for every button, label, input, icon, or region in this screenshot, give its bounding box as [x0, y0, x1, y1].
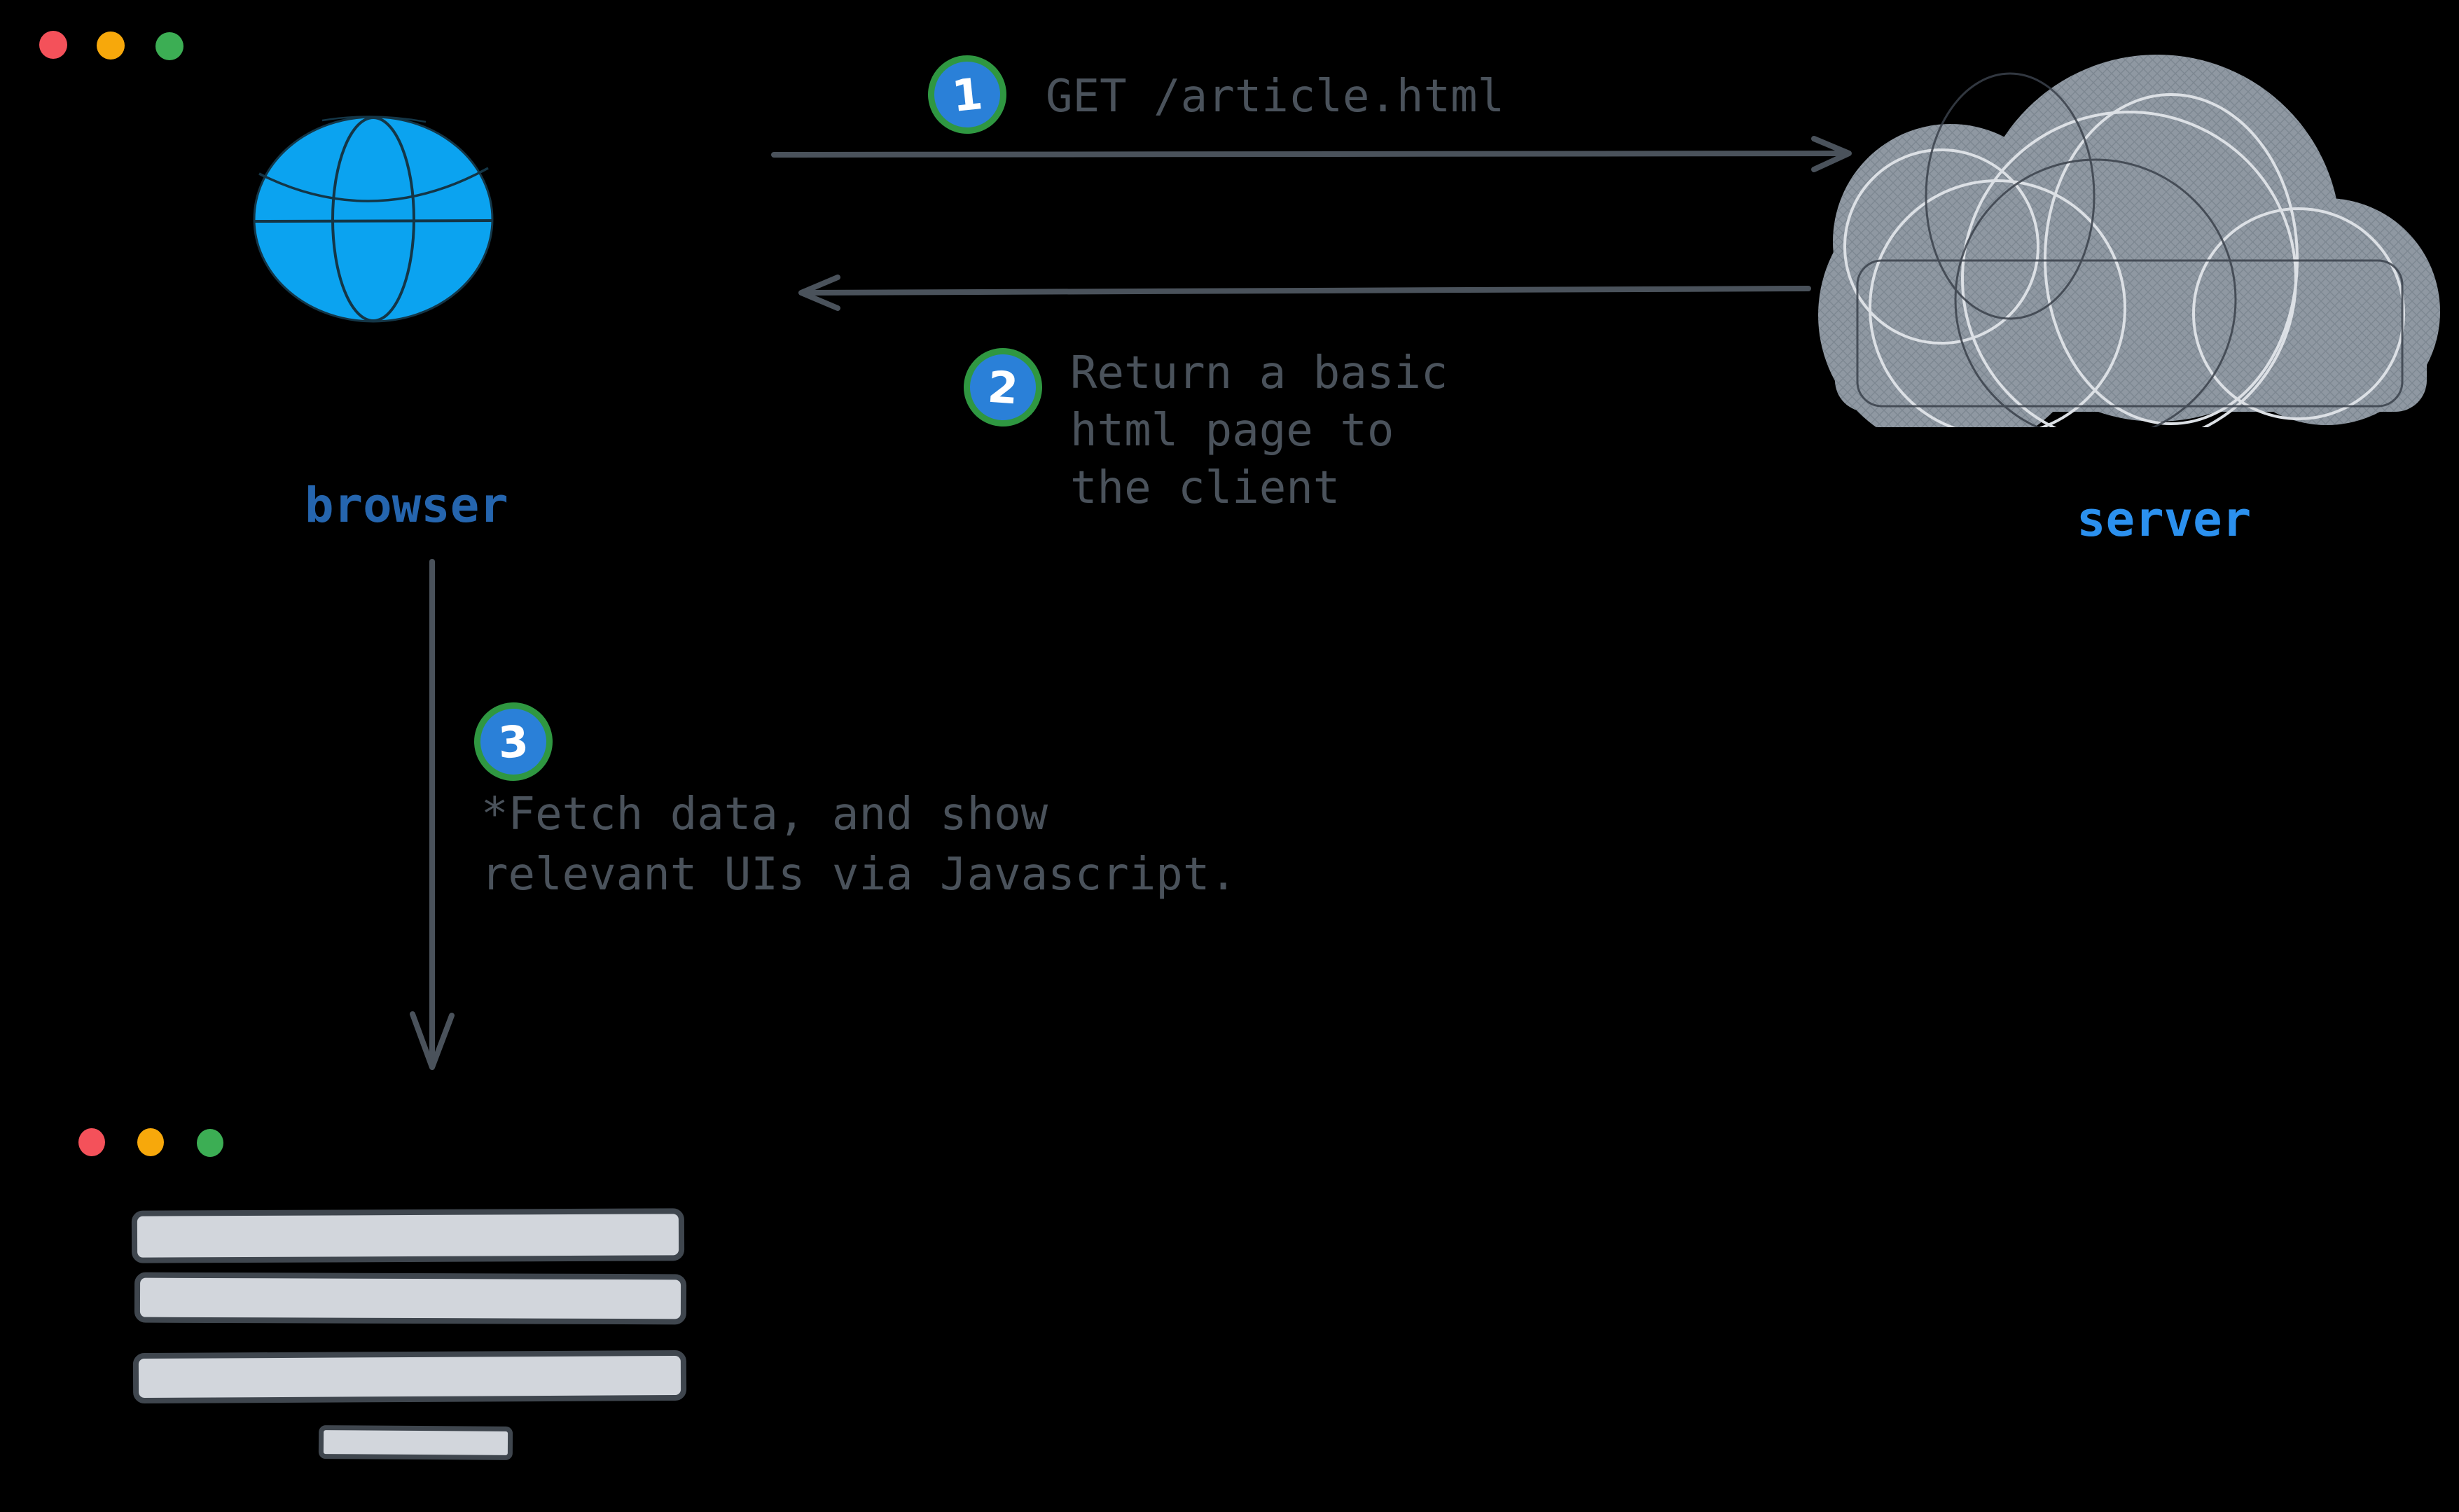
skeleton-text-bar — [131, 1208, 685, 1263]
step-2-badge: 2 — [961, 345, 1045, 429]
step-3-line-2: relevant UIs via Javascript. — [481, 849, 1237, 901]
server-label: server — [2077, 492, 2252, 548]
response-arrow — [798, 275, 1811, 311]
step-1-text: GET /article.html — [1046, 71, 1505, 123]
traffic-light-green-icon — [155, 32, 183, 60]
step-2-line-2: html page to — [1070, 405, 1394, 457]
step-3-badge: 3 — [472, 700, 555, 783]
step-1-badge: 1 — [924, 51, 1011, 138]
server-cloud-icon — [1818, 55, 2440, 427]
traffic-light-red-icon — [78, 1128, 105, 1156]
render-arrow — [410, 559, 455, 1070]
skeleton-text-bar — [134, 1272, 687, 1325]
browser-label: browser — [305, 478, 508, 534]
request-arrow — [771, 136, 1852, 172]
traffic-light-red-icon — [39, 31, 67, 59]
traffic-light-green-icon — [197, 1129, 223, 1157]
globe-icon — [253, 116, 494, 323]
traffic-light-yellow-icon — [137, 1128, 164, 1156]
step-2-line-1: Return a basic — [1070, 347, 1448, 399]
traffic-light-yellow-icon — [97, 32, 125, 60]
step-3-line-1: *Fetch data, and show — [481, 789, 1048, 840]
skeleton-text-bar-short — [318, 1425, 513, 1460]
skeleton-text-bar — [132, 1350, 687, 1404]
step-2-line-3: the client — [1070, 462, 1341, 514]
